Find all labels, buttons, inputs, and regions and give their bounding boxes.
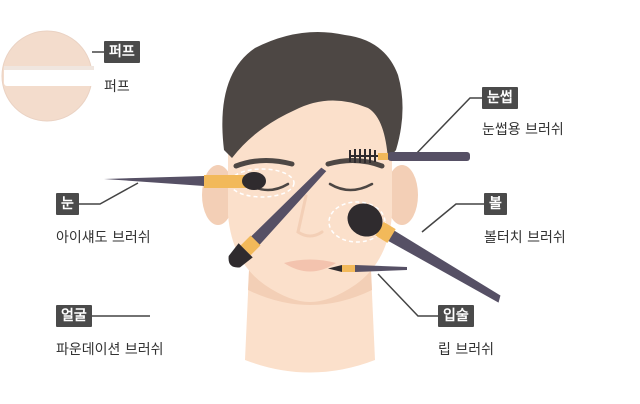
face-tag: 얼굴 [56, 305, 92, 327]
eye-desc: 아이섀도 브러쉬 [56, 230, 151, 246]
foundation-brush-icon [228, 167, 327, 268]
right-ear [386, 165, 418, 225]
lips-tag: 입술 [438, 305, 474, 327]
eye-leader [75, 182, 139, 205]
eye-tag: 눈 [56, 193, 79, 215]
cheek-area-outline [328, 201, 386, 243]
cheek-tag: 볼 [484, 193, 507, 215]
eyeshadow-brush-icon [104, 172, 266, 190]
eyebrow-brush-icon [349, 149, 470, 163]
face-desc: 파운데이션 브러쉬 [56, 342, 164, 358]
nose [296, 194, 324, 238]
lip-brush-icon [328, 265, 407, 272]
blush-brush-icon [347, 203, 501, 303]
eyebrow-leader [413, 97, 482, 157]
left-eyebrow [233, 158, 295, 169]
puff-desc: 퍼프 [104, 79, 130, 95]
cheek-leader [421, 203, 484, 233]
eye-area-outline [229, 168, 295, 198]
eyebrow-tag: 눈썹 [482, 87, 518, 109]
mouth [284, 259, 336, 272]
eyebrow-desc: 눈썹용 브러쉬 [482, 122, 564, 138]
right-eye [328, 182, 374, 192]
puff-icon [1, 30, 94, 122]
hair [222, 31, 403, 161]
cheek-desc: 볼터치 브러쉬 [484, 230, 566, 246]
lips-desc: 립 브러쉬 [438, 342, 494, 358]
puff-tag: 퍼프 [104, 41, 140, 63]
lips-leader [377, 273, 438, 317]
